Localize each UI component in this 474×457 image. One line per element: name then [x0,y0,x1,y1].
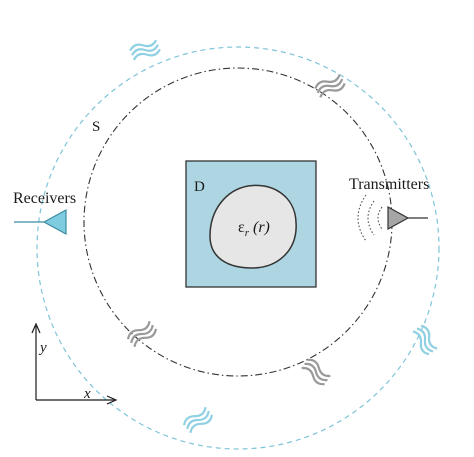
emitted-wave-icon [357,194,383,242]
permittivity-symbol: ε [238,219,245,236]
scatterer-blob [209,184,297,269]
outer-circle [36,46,440,450]
transmitters-label: Transmitters [349,176,429,193]
wave-icon-inner-bottom-left [126,320,158,348]
permittivity-label: εr(r) [238,219,270,239]
wave-icon-outer-top [129,39,161,61]
wave-icon-outer-bottom [182,406,214,434]
receivers-label: Receivers [13,190,76,207]
wave-icon-outer-right [412,324,438,356]
transmitter-antenna-icon [387,205,428,231]
permittivity-subscript: r [245,227,250,239]
receiver-antenna-icon [14,208,67,236]
coordinate-axes [31,322,118,405]
domain-d-label: D [194,179,205,195]
region-s-label: S [92,119,100,135]
wave-icon-inner-bottom-right [301,358,331,386]
wave-icon-inner-top-right [314,74,346,98]
axis-x-label: x [83,386,91,402]
permittivity-argument: (r) [253,219,270,236]
axis-y-label: y [38,340,47,356]
